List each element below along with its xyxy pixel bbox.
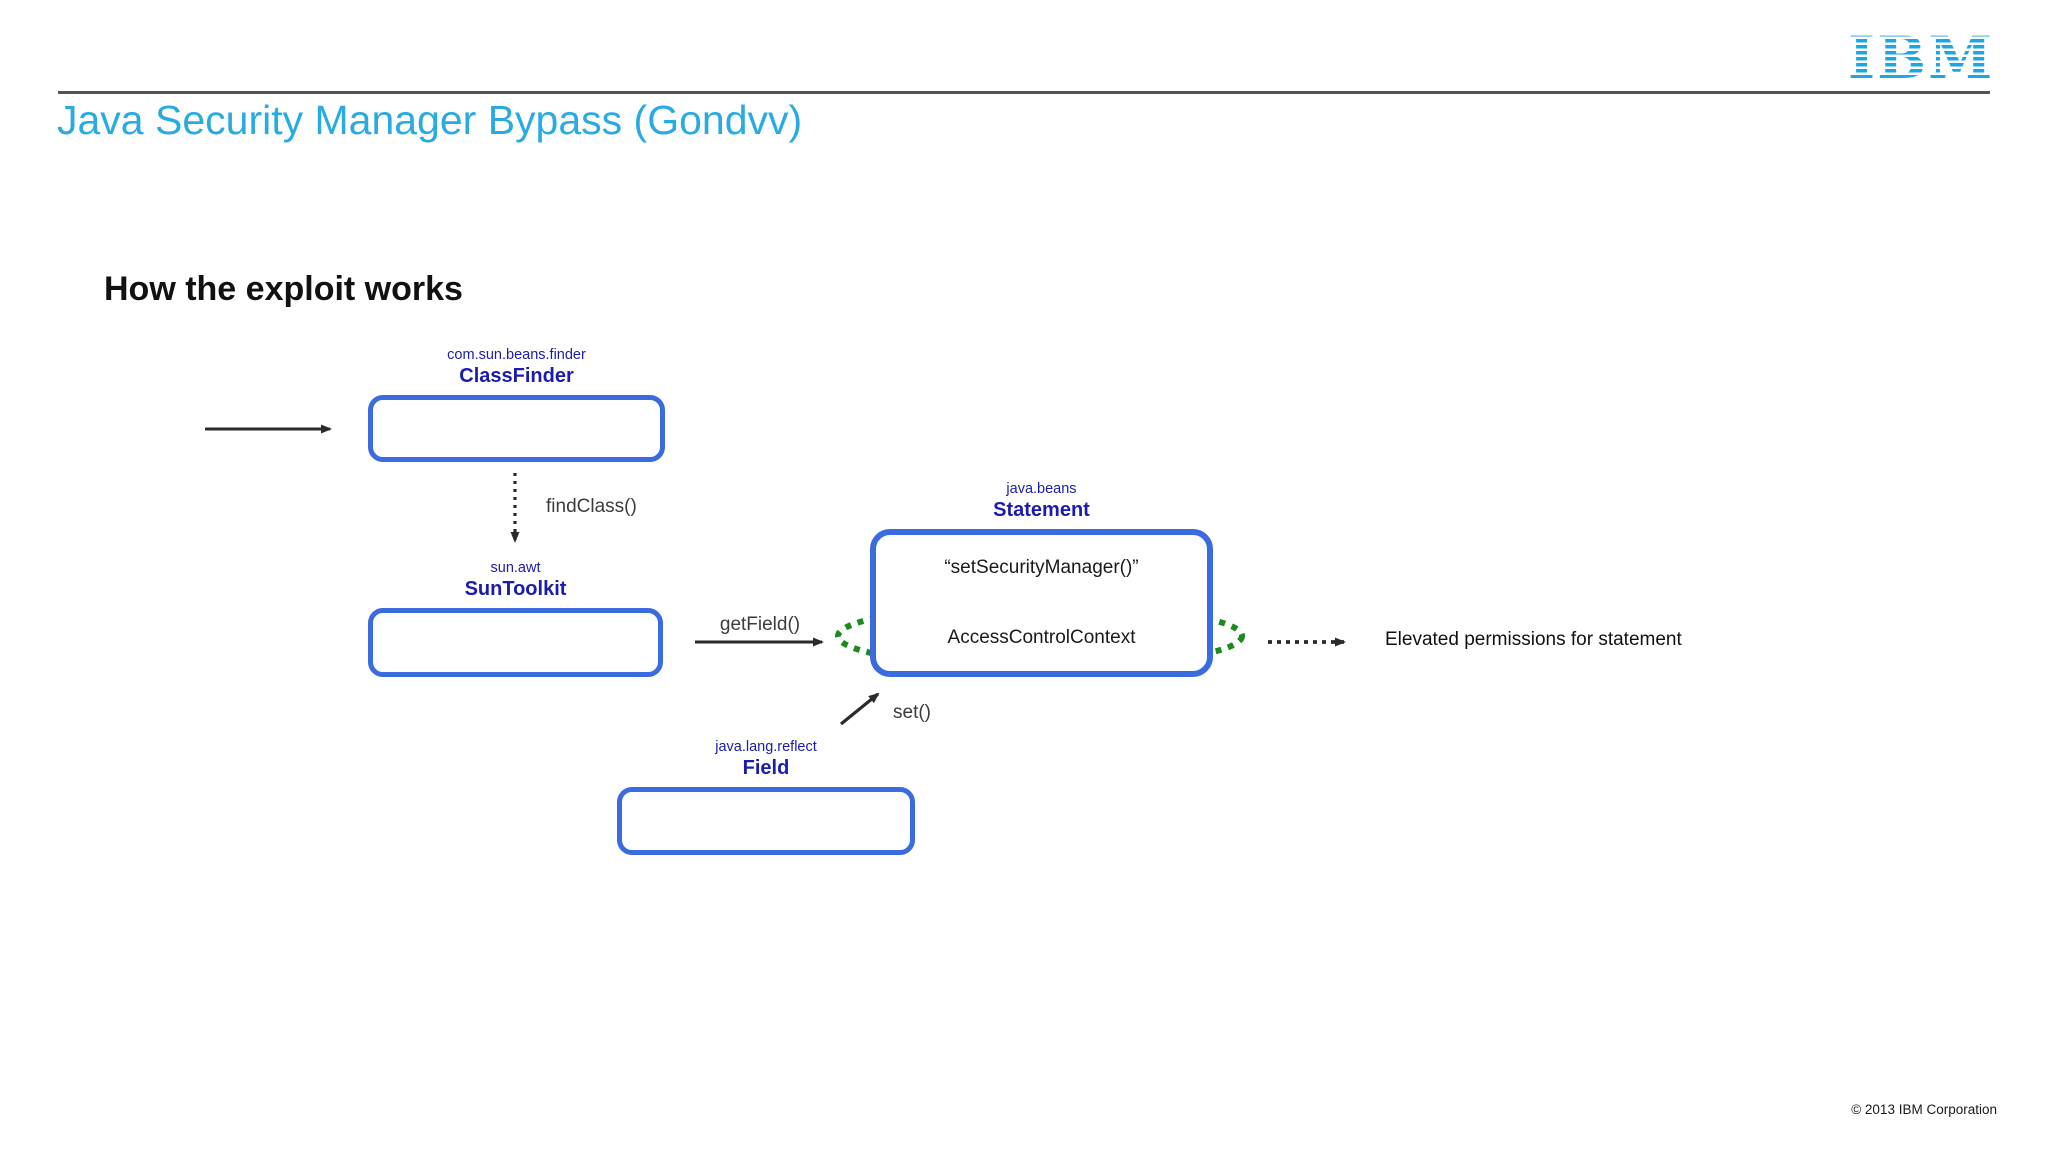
set-arrow <box>839 692 880 726</box>
statement-method-label: “setSecurityManager()” <box>944 557 1139 578</box>
suntoolkit-package-label: sun.awt <box>490 560 541 576</box>
page-title: Java Security Manager Bypass (Gondvv) <box>57 97 803 143</box>
copyright-footer: © 2013 IBM Corporation <box>1851 1102 1997 1117</box>
field-name-label: Field <box>742 757 790 779</box>
statement-name-label: Statement <box>993 499 1090 521</box>
getfield-edge-label: getField() <box>719 614 801 635</box>
field-box <box>617 787 915 855</box>
classfinder-package-label: com.sun.beans.finder <box>447 347 586 363</box>
statement-package-label: java.beans <box>1006 481 1077 497</box>
classfinder-name-label: ClassFinder <box>459 365 574 387</box>
field-package-label: java.lang.reflect <box>715 739 817 755</box>
suntoolkit-name-label: SunToolkit <box>464 578 567 600</box>
findclass-edge-label: findClass() <box>546 496 637 517</box>
ibm-logo-icon: IBM <box>1848 33 1990 81</box>
statement-box: “setSecurityManager()” AccessControlCont… <box>870 529 1213 677</box>
section-heading: How the exploit works <box>104 270 463 308</box>
suntoolkit-box <box>368 608 663 677</box>
classfinder-box <box>368 395 665 462</box>
result-label: Elevated permissions for statement <box>1385 629 1682 650</box>
node-field: java.lang.reflect Field <box>617 739 915 855</box>
node-statement: java.beans Statement “setSecurityManager… <box>870 481 1213 677</box>
node-classfinder: com.sun.beans.finder ClassFinder <box>368 347 665 462</box>
set-edge-label: set() <box>893 702 931 723</box>
node-suntoolkit: sun.awt SunToolkit <box>368 560 663 677</box>
statement-context-label: AccessControlContext <box>947 627 1136 648</box>
ibm-logo-text: IBM <box>1848 33 1990 81</box>
header-rule <box>58 91 1990 94</box>
